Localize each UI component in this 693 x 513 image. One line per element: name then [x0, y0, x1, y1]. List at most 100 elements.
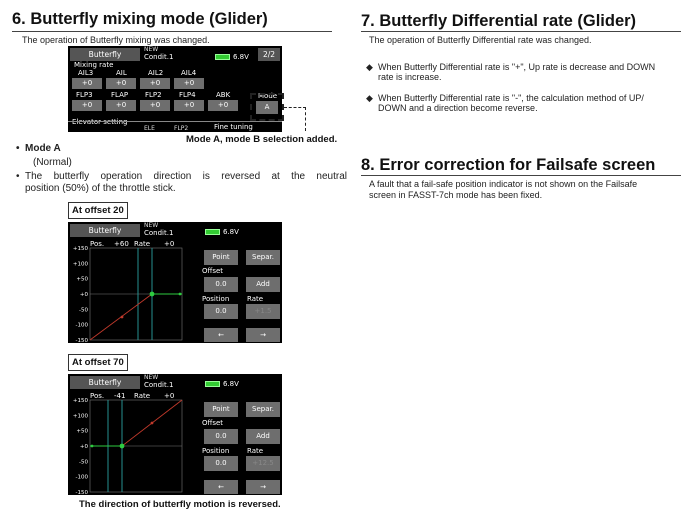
screen-title: Butterfly — [70, 224, 140, 237]
pos-label: Pos. — [90, 240, 105, 248]
caption-mode-selection: Mode A, mode B selection added. — [186, 134, 338, 145]
y-tick-label: +100 — [73, 261, 89, 267]
add-button[interactable]: Add — [246, 429, 280, 444]
offset-70-screen: Butterfly NEW Condit.1 6.8V Pos. -41 Rat… — [68, 374, 282, 495]
rate-label: Rate — [134, 240, 151, 248]
voltage: 6.8V — [223, 380, 239, 388]
rate2-label: Rate — [247, 295, 264, 303]
flp4-rate[interactable]: +0 — [174, 100, 204, 111]
mode-highlight-box — [250, 93, 284, 121]
curve-point-offset — [119, 443, 125, 449]
point-button[interactable]: Point — [204, 402, 238, 417]
rate2-value[interactable]: +1.5 — [246, 304, 280, 319]
battery-icon — [205, 229, 220, 235]
curve-graph: +150+100+50+0-50-100-150 — [73, 398, 183, 495]
right-arrow-button[interactable]: → — [246, 328, 280, 342]
condition-name: Condit.1 — [144, 381, 174, 389]
rate2-label: Rate — [247, 447, 264, 455]
callout-line-v — [305, 107, 306, 131]
right-arrow-button[interactable]: → — [246, 480, 280, 494]
flp2-rate[interactable]: +0 — [140, 100, 170, 111]
offset-20-screen: Butterfly NEW Condit.1 6.8V Pos. +60 Rat… — [68, 222, 282, 343]
row2-label-3: FLP4 — [179, 91, 196, 99]
pos-value: -41 — [114, 392, 126, 400]
offset-value[interactable]: 0.0 — [204, 429, 238, 444]
section-7-title: 7. Butterfly Differential rate (Glider) — [361, 12, 637, 30]
row2-label-1: FLAP — [111, 91, 129, 99]
pos-value: +60 — [114, 240, 129, 248]
pos-label: Pos. — [90, 392, 105, 400]
curve-graph: +150+100+50+0-50-100-150 — [73, 246, 183, 343]
separ-button[interactable]: Separ. — [246, 250, 280, 265]
bullet-dot-1: • — [16, 143, 20, 154]
mode-a-title: Mode A — [25, 143, 61, 154]
fine-tuning-label: Fine tuning — [214, 123, 253, 131]
ail4-rate[interactable]: +0 — [174, 78, 204, 89]
row2-label-2: FLP2 — [145, 91, 162, 99]
curve-point-mid — [120, 315, 124, 319]
curve-point-end — [178, 292, 182, 296]
left-arrow-button[interactable]: ← — [204, 480, 238, 494]
section-8-line-2: screen in FASST-7ch mode has been fixed. — [369, 190, 543, 200]
offset-70-label: At offset 70 — [68, 354, 128, 371]
separ-button[interactable]: Separ. — [246, 402, 280, 417]
y-tick-label: -100 — [76, 323, 89, 329]
abk-rate[interactable]: +0 — [208, 100, 238, 111]
section-6-title: 6. Butterfly mixing mode (Glider) — [12, 10, 268, 28]
curve-point-start — [90, 444, 94, 448]
rate2-value[interactable]: +12.5 — [246, 456, 280, 471]
y-tick-label: +100 — [73, 413, 89, 419]
curve-point-offset — [149, 291, 155, 297]
ail-rate[interactable]: +0 — [106, 78, 136, 89]
diamond-bullet-icon: ◆ — [366, 62, 373, 72]
battery-icon — [205, 381, 220, 387]
mode-select-button[interactable]: A — [256, 101, 278, 114]
ail2-rate[interactable]: +0 — [140, 78, 170, 89]
flap-rate[interactable]: +0 — [106, 100, 136, 111]
y-tick-label: -100 — [76, 475, 89, 481]
y-tick-label: +150 — [73, 398, 89, 404]
position-value[interactable]: 0.0 — [204, 304, 238, 319]
mixing-rate-screen: Butterfly NEW Condit.1 6.8V 2/2 Mixing r… — [68, 46, 282, 132]
condition-new: NEW — [144, 46, 159, 53]
offset-value[interactable]: 0.0 — [204, 277, 238, 292]
section-8-line-1: A fault that a fail-safe position indica… — [369, 179, 638, 189]
y-tick-label: +150 — [73, 246, 89, 252]
page-indicator[interactable]: 2/2 — [258, 48, 280, 61]
section-7-bullet-2-line-1: When Butterfly Differential rate is "-",… — [378, 93, 644, 103]
screen-title: Butterfly — [70, 48, 140, 61]
section-7-rule — [361, 31, 681, 32]
section-6-rule — [12, 31, 332, 32]
y-tick-label: +0 — [80, 292, 89, 298]
mode-label: Mode — [258, 92, 278, 100]
mode-a-sub: (Normal) — [33, 157, 72, 168]
screen-title: Butterfly — [70, 376, 140, 389]
section-7-intro: The operation of Butterfly Differential … — [369, 35, 592, 45]
diamond-bullet-icon: ◆ — [366, 93, 373, 103]
battery-icon — [215, 54, 230, 60]
screen-divider — [68, 121, 282, 122]
section-7-bullet-2-line-2: DOWN and a direction become reverse. — [378, 103, 538, 113]
row2-label-4: ABK — [216, 91, 231, 99]
left-arrow-button[interactable]: ← — [204, 328, 238, 342]
point-button[interactable]: Point — [204, 250, 238, 265]
y-tick-label: +50 — [76, 277, 88, 283]
position-value[interactable]: 0.0 — [204, 456, 238, 471]
add-button[interactable]: Add — [246, 277, 280, 292]
row1-label-1: AIL — [116, 69, 127, 77]
elevator-setting-label: Elevator setting — [72, 118, 128, 126]
row1-label-0: AIL3 — [78, 69, 94, 77]
ail3-rate[interactable]: +0 — [72, 78, 102, 89]
flp3-rate[interactable]: +0 — [72, 100, 102, 111]
position-label: Position — [202, 447, 230, 455]
y-tick-label: -50 — [79, 307, 88, 313]
section-7-bullet-1-line-1: When Butterfly Differential rate is "+",… — [378, 62, 656, 72]
condition-name: Condit.1 — [144, 53, 174, 61]
offset-label: Offset — [202, 267, 224, 275]
offset-label: Offset — [202, 419, 224, 427]
section-8-rule — [361, 175, 681, 176]
elevator-flp2-label: FLP2 — [174, 125, 189, 132]
condition-new: NEW — [144, 374, 159, 381]
y-ticks: +150+100+50+0-50-100-150 — [73, 246, 89, 343]
curve-point-mid — [150, 421, 154, 425]
